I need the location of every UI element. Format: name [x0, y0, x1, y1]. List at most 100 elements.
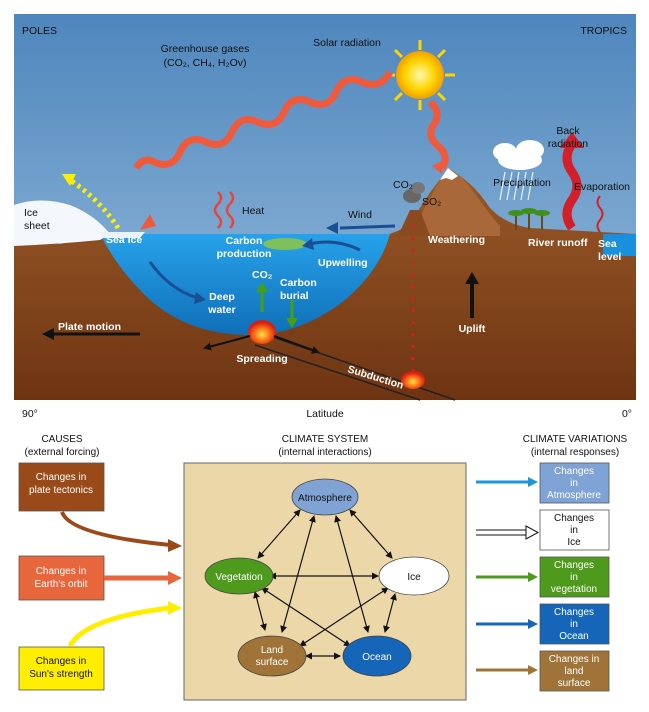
- cause-sun-strength-line1: Changes in: [36, 656, 87, 667]
- back-radiation-arrow: [562, 141, 582, 231]
- rain-icon: [499, 171, 534, 201]
- solar-radiation-arrow: [133, 70, 394, 171]
- variation-ocean-line1: Changes: [554, 607, 594, 618]
- variation-ice-line2: in: [570, 525, 578, 536]
- carbon-production-label-2: production: [217, 248, 272, 260]
- vegetation-node: [204, 557, 274, 595]
- back-radiation-label-2: radiation: [548, 138, 588, 150]
- sea-level-label-2: level: [598, 251, 621, 263]
- axis-right-label: 0°: [622, 408, 632, 420]
- variation-atmosphere-box: [539, 462, 610, 504]
- sea-level-label-1: Sea: [598, 238, 617, 250]
- so2-volcano-label: SO₂: [422, 196, 441, 208]
- deep-water-arrow: [148, 261, 199, 300]
- solar-radiation-label: Solar radiation: [313, 37, 381, 49]
- variation-ice-box: [539, 509, 610, 551]
- river-runoff-label: River runoff: [528, 237, 588, 249]
- sea-ice: [100, 232, 145, 238]
- cloud-icon: [493, 140, 544, 170]
- evaporation-label: Evaporation: [574, 181, 630, 193]
- variations-title: CLIMATE VARIATIONS: [523, 434, 628, 445]
- cause-plate-tectonics-box: [18, 462, 105, 512]
- evaporation-arrow: [596, 195, 604, 233]
- variation-vegetation-line3: vegetation: [551, 584, 597, 595]
- atmosphere-node: [291, 478, 359, 516]
- back-radiation-label-1: Back: [556, 125, 580, 137]
- cause-plate-tectonics-line2: plate tectonics: [29, 485, 93, 496]
- variation-ice-line3: Ice: [567, 537, 581, 548]
- subduction-slab-bottom: [254, 344, 421, 401]
- variation-land-surface-line2: land: [565, 666, 584, 677]
- cause-sun-strength-line2: Sun's strength: [29, 669, 93, 680]
- tropics-label: TROPICS: [580, 25, 627, 37]
- tropical-sea: [603, 234, 636, 256]
- earth-cross-section: POLES TROPICS Greenhouse gases (CO₂, CH₄…: [14, 14, 636, 401]
- greenhouse-gases-label: Greenhouse gases: [161, 43, 250, 55]
- land-surface-node-label-2: surface: [256, 657, 289, 668]
- variation-atmosphere-line2: in: [570, 478, 578, 489]
- ridge-magma: [248, 320, 276, 344]
- causes-title: CAUSES: [41, 434, 82, 445]
- variation-vegetation-line1: Changes: [554, 560, 594, 571]
- precipitation-label: Precipitation: [493, 177, 551, 189]
- ice-node-label: Ice: [407, 572, 421, 583]
- volcano: [398, 210, 430, 236]
- ocean-node-label: Ocean: [362, 652, 391, 663]
- system-subtitle: (internal interactions): [278, 447, 371, 458]
- causes-subtitle: (external forcing): [24, 447, 99, 458]
- ocean-basin: [100, 234, 390, 335]
- ocean-node: [342, 635, 412, 677]
- co2-ocean-label: CO₂: [252, 269, 273, 281]
- snow-cap: [440, 168, 458, 180]
- variation-ice-line1: Changes: [554, 513, 594, 524]
- palm-trees-icon: [508, 208, 550, 230]
- ice-sheet: [14, 200, 110, 246]
- cause-plate-tectonics-line1: Changes in: [36, 472, 87, 483]
- subduction-magma: [401, 371, 425, 389]
- spreading-label: Spreading: [236, 353, 287, 365]
- uplift-label: Uplift: [459, 323, 486, 335]
- cause-sun-strength-box: [18, 646, 105, 691]
- co2-volcano-label: CO₂: [393, 179, 413, 191]
- variation-ocean-line2: in: [570, 619, 578, 630]
- carbon-burial-label-2: burial: [280, 290, 309, 302]
- system-title: CLIMATE SYSTEM: [282, 434, 369, 445]
- cause-earth-orbit-line1: Changes in: [36, 566, 87, 577]
- deep-water-label-1: Deep: [209, 291, 235, 303]
- variation-ocean-line3: Ocean: [559, 631, 588, 642]
- axis-center-label: Latitude: [306, 408, 344, 420]
- upwelling-arrow: [309, 240, 361, 252]
- ice-sheet-label-2: sheet: [24, 220, 50, 232]
- variations-subtitle: (internal responses): [531, 447, 619, 458]
- land-surface-node: [237, 635, 307, 677]
- tectonics-forcing-arrow: [60, 511, 171, 547]
- wind-arrow: [339, 224, 396, 230]
- axis-left-label: 90°: [22, 408, 38, 420]
- cause-earth-orbit-line2: Earth's orbit: [34, 579, 87, 590]
- spreading-arrow-right: [273, 335, 320, 354]
- heat-label: Heat: [242, 205, 264, 217]
- carbon-production-label-1: Carbon: [226, 235, 263, 247]
- variation-ocean-box: [539, 603, 610, 645]
- variation-land-surface-line1: Changes in: [549, 654, 600, 665]
- land-surface-node-label-1: Land: [261, 645, 283, 656]
- deep-water-label-2: water: [207, 304, 235, 316]
- interaction-arrows: [253, 509, 397, 660]
- variation-atmosphere-line1: Changes: [554, 466, 594, 477]
- sun-forcing-arrow: [67, 605, 171, 648]
- weathering-label: Weathering: [428, 234, 485, 246]
- ice-sheet-label-1: Ice: [24, 207, 38, 219]
- carbon-burial-label-1: Carbon: [280, 277, 317, 289]
- variation-vegetation-line2: in: [570, 572, 578, 583]
- variation-land-surface-line3: surface: [558, 678, 591, 689]
- upwelling-label: Upwelling: [318, 257, 368, 269]
- cause-earth-orbit-box: [18, 555, 105, 601]
- plate-motion-label: Plate motion: [58, 321, 121, 333]
- mountain: [410, 168, 500, 236]
- poles-label: POLES: [22, 25, 57, 37]
- wind-label: Wind: [348, 209, 372, 221]
- variation-land-surface-box: [539, 650, 610, 692]
- solar-radiation-arrow-2: [427, 99, 449, 170]
